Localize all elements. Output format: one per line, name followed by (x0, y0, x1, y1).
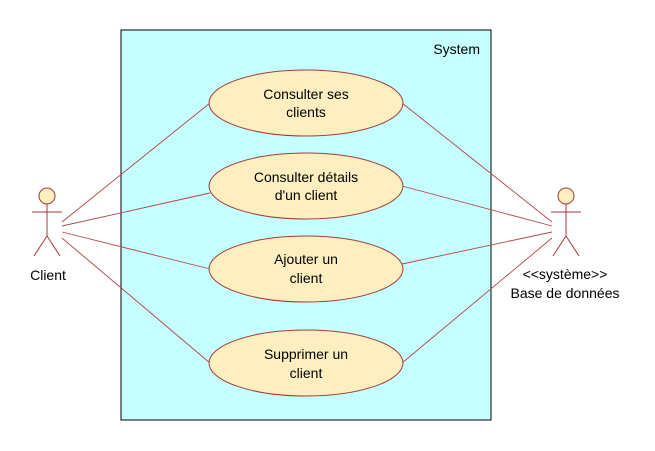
use-case-label-line1: Supprimer un (264, 346, 348, 362)
use-case-supprimer-client[interactable]: Supprimer un client (208, 329, 404, 397)
use-case-label-line1: Consulter ses (263, 86, 349, 102)
use-case-label-line1: Consulter détails (254, 169, 358, 185)
use-case-ellipse[interactable] (208, 69, 404, 137)
assoc-db-consulter-ses-clients (401, 102, 553, 223)
use-case-consulter-ses-clients[interactable]: Consulter ses clients (208, 69, 404, 137)
assoc-client-ajouter (61, 231, 211, 270)
use-case-ajouter-client[interactable]: Ajouter un client (208, 235, 404, 303)
use-case-ellipse[interactable] (208, 152, 404, 220)
assoc-client-supprimer (61, 237, 211, 364)
actor-database[interactable]: <<système>> Base de données (511, 187, 620, 301)
use-case-label-line1: Ajouter un (274, 251, 338, 267)
use-case-consulter-details-client[interactable]: Consulter détails d'un client (208, 152, 404, 220)
actor-client[interactable]: Client (30, 187, 66, 283)
actor-database-stereotype: <<système>> (523, 266, 608, 282)
assoc-db-supprimer (401, 237, 553, 364)
assoc-db-consulter-details (401, 185, 553, 227)
assoc-client-consulter-details (61, 192, 211, 227)
actor-figure-icon (32, 187, 62, 257)
use-case-ellipse[interactable] (208, 329, 404, 397)
use-case-label-line2: client (290, 365, 323, 381)
use-case-label-line2: clients (286, 104, 326, 120)
assoc-db-ajouter (401, 231, 553, 265)
use-case-label-line2: client (290, 270, 323, 286)
use-case-ellipse[interactable] (208, 235, 404, 303)
actor-database-label: Base de données (511, 285, 620, 301)
actor-client-label: Client (30, 267, 66, 283)
system-label: System (433, 41, 480, 57)
actor-figure-icon (551, 187, 581, 257)
use-case-label-line2: d'un client (275, 187, 338, 203)
assoc-client-consulter-ses-clients (61, 102, 211, 223)
